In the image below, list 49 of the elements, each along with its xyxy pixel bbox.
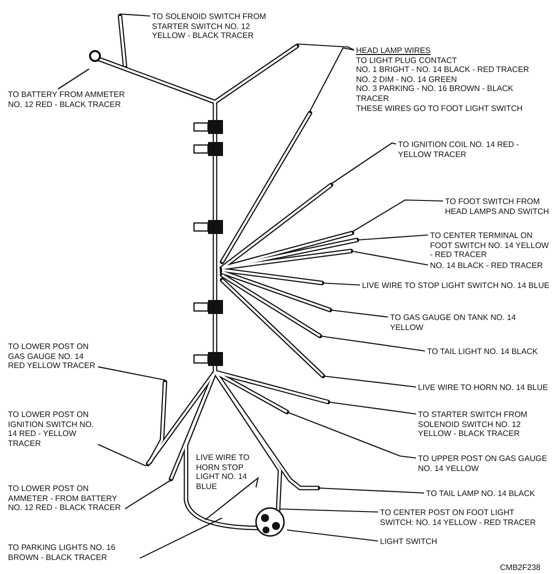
callout-text: THESE WIRES GO TO FOOT LIGHT SWITCH: [356, 104, 523, 114]
leader-line: [124, 480, 172, 510]
callout-text: TO BATTERY FROM AMMETER NO. 12 RED - BLACK TRACER: [8, 90, 126, 110]
figure-code: CMB2F238: [500, 563, 540, 573]
callout-text: TO GAS GAUGE ON TANK NO. 14 YELLOW: [390, 313, 517, 332]
callout-text: TO LOWER POST ON GAS GAUGE NO. 14 RED YELLOW TRACER: [8, 342, 96, 371]
leader-line: [330, 142, 396, 184]
leader-line: [320, 335, 426, 352]
callout-text: TO PARKING LIGHTS NO. 16 BROWN - BLACK TRACER: [8, 543, 116, 562]
leader-line: [318, 487, 424, 494]
callout-text: LIGHT SWITCH: [380, 537, 438, 547]
leader-line: [296, 43, 354, 50]
callout-text: NO. 1 BRIGHT - NO. 14 BLACK - RED TRACER: [356, 65, 530, 75]
leader-line: [310, 47, 354, 112]
leader-line: [58, 68, 90, 90]
leader-line: [330, 309, 388, 318]
callout-text: NO. 14 BLACK - RED TRACER: [430, 261, 543, 271]
leader-line: [280, 508, 378, 513]
leader-line: [356, 234, 428, 241]
callout-text: TO TAIL LIGHT NO. 14 BLACK: [427, 347, 538, 357]
callout-text: TO STARTER SWITCH FROM SOLENOID SWITCH NO. 12 YELLOW - BLACK TRACER: [418, 410, 528, 439]
leader-line: [352, 199, 444, 232]
leader-line: [286, 411, 416, 459]
leader-line: [322, 375, 416, 388]
callout-text: LIVE WIRE TO STOP LIGHT SWITCH NO. 14 BLUE: [362, 281, 550, 291]
callout-text: TO TAIL LAMP NO. 14 BLACK: [426, 489, 535, 499]
callout-text: NO. 3 PARKING - NO. 16 BROWN - BLACK TRACER: [356, 84, 514, 104]
callout-heading: HEAD LAMP WIRES: [356, 46, 431, 56]
leader-line: [140, 518, 222, 559]
callout-text: TO LOWER POST ON IGNITION SWITCH NO. 14 RED - YELLOW TRACER: [8, 410, 95, 448]
leader-line: [98, 366, 166, 381]
callout-text: TO CENTER POST ON FOOT LIGHT SWITCH: NO. 14 YELLOW - RED TRACER: [380, 508, 537, 528]
callout-text: TO LIGHT PLUG CONTACT: [356, 56, 457, 66]
callout-text: TO SOLENOID SWITCH FROM STARTER SWITCH NO. 12 YELLOW - BLACK TRACER: [152, 12, 268, 41]
leader-line: [328, 401, 416, 415]
callout-text: TO UPPER POST ON GAS GAUGE NO. 14 YELLOW: [418, 454, 548, 474]
callout-text: TO CENTER TERMINAL ON FOOT SWITCH NO. 14 YELLOW - RED TRACER: [430, 231, 550, 260]
leader-line: [120, 13, 150, 17]
callout-text: TO IGNITION COIL NO. 14 RED - YELLOW TRACER: [398, 140, 520, 160]
callout-text: NO. 2 DIM - NO. 14 GREEN: [356, 74, 457, 84]
leader-line: [322, 282, 360, 286]
callout-text: TO LOWER POST ON AMMETER - FROM BATTERY NO. 12 RED - BLACK TRACER: [8, 484, 122, 513]
leader-line: [350, 250, 428, 266]
callout-text: TO FOOT SWITCH FROM HEAD LAMPS AND SWITCH: [445, 197, 550, 216]
leader-line: [204, 476, 259, 520]
leader-line: [286, 529, 378, 542]
callout-text: LIVE WIRE TO HORN STOP LIGHT NO. 14 BLUE: [196, 453, 250, 492]
callout-text: LIVE WIRE TO HORN NO. 14 BLUE: [418, 383, 548, 393]
leader-line: [98, 444, 146, 466]
